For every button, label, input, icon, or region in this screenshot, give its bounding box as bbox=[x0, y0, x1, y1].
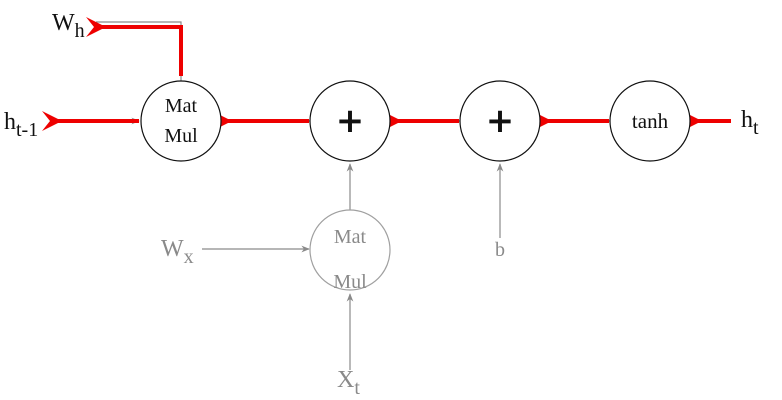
gradient-edges bbox=[42, 17, 731, 131]
label-ht: ht bbox=[741, 107, 759, 139]
label-wx-base: W bbox=[161, 236, 184, 262]
label-ht-base: h bbox=[741, 107, 753, 133]
plus-icon: + bbox=[486, 101, 515, 141]
label-wh-base: W bbox=[52, 10, 75, 36]
label-hprev-base: h bbox=[4, 109, 16, 135]
label-wh: Wh bbox=[52, 10, 85, 42]
tanh-circle bbox=[609, 80, 691, 162]
matmul-x-line1: Mat bbox=[334, 226, 367, 248]
node-tanh[interactable]: tanh bbox=[609, 80, 691, 162]
label-hprev: ht-1 bbox=[4, 109, 38, 141]
label-wx: Wx bbox=[161, 236, 194, 268]
add-2-circle bbox=[459, 80, 541, 162]
node-matmul-h[interactable]: Mat Mul bbox=[140, 80, 222, 162]
forward-edges bbox=[70, 21, 611, 370]
label-xt-base: X bbox=[337, 367, 354, 393]
matmul-h-line1: Mat bbox=[165, 95, 198, 117]
add-1-circle bbox=[309, 80, 391, 162]
label-wx-sub: x bbox=[184, 246, 194, 268]
label-xt: Xt bbox=[337, 367, 360, 399]
edge-wh-to-matmul bbox=[96, 21, 185, 89]
label-ht-sub: t bbox=[753, 117, 759, 139]
grad-arrow-to-wh bbox=[86, 17, 183, 76]
matmul-x-line2: Mul bbox=[333, 271, 367, 293]
label-xt-sub: t bbox=[354, 377, 360, 399]
label-wh-sub: h bbox=[75, 20, 85, 42]
label-hprev-sub: t-1 bbox=[16, 119, 38, 141]
matmul-h-line2: Mul bbox=[164, 125, 198, 147]
node-add-2[interactable]: + bbox=[459, 80, 541, 162]
node-matmul-x[interactable]: Mat Mul bbox=[309, 209, 391, 293]
label-b: b bbox=[495, 239, 505, 261]
matmul-x-circle bbox=[309, 209, 391, 291]
node-add-1[interactable]: + bbox=[309, 80, 391, 162]
tanh-label: tanh bbox=[632, 109, 669, 133]
matmul-h-circle bbox=[140, 80, 222, 162]
plus-icon: + bbox=[336, 101, 365, 141]
